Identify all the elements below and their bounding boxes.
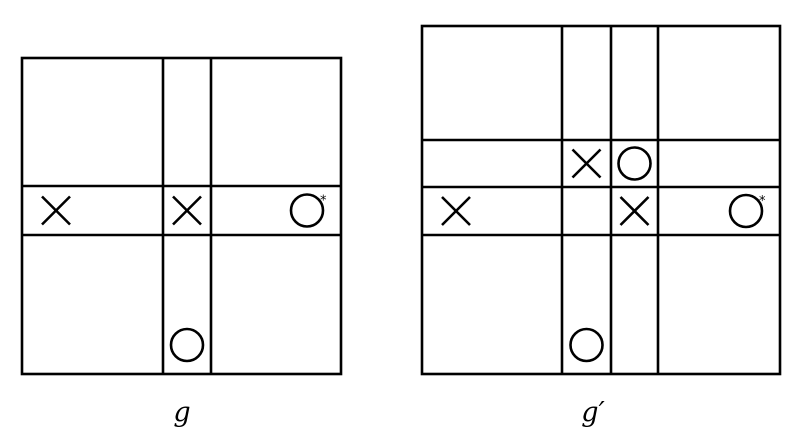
x-mark	[172, 195, 202, 226]
x-mark-stroke	[172, 195, 202, 226]
x-mark	[41, 195, 71, 226]
x-mark-stroke	[41, 195, 71, 226]
grid-frame	[20, 56, 343, 376]
x-mark	[571, 148, 602, 179]
grid-diagram-g: *	[20, 56, 343, 376]
caption-g-prime: g′	[581, 397, 604, 428]
grid-diagram-g-prime: *	[420, 24, 782, 376]
o-mark	[617, 146, 652, 181]
x-mark	[441, 196, 471, 226]
caption-g: g	[173, 397, 190, 428]
o-mark	[569, 327, 604, 363]
star-symbol: *	[759, 194, 766, 209]
o-mark-starred	[728, 193, 764, 229]
x-mark-stroke	[441, 196, 471, 226]
o-mark	[169, 327, 205, 363]
grid-frame	[420, 24, 782, 376]
star-symbol: *	[320, 194, 327, 209]
x-mark-stroke	[619, 196, 650, 226]
o-mark-starred	[289, 193, 325, 228]
x-mark-stroke	[571, 148, 602, 179]
x-mark	[619, 196, 650, 226]
